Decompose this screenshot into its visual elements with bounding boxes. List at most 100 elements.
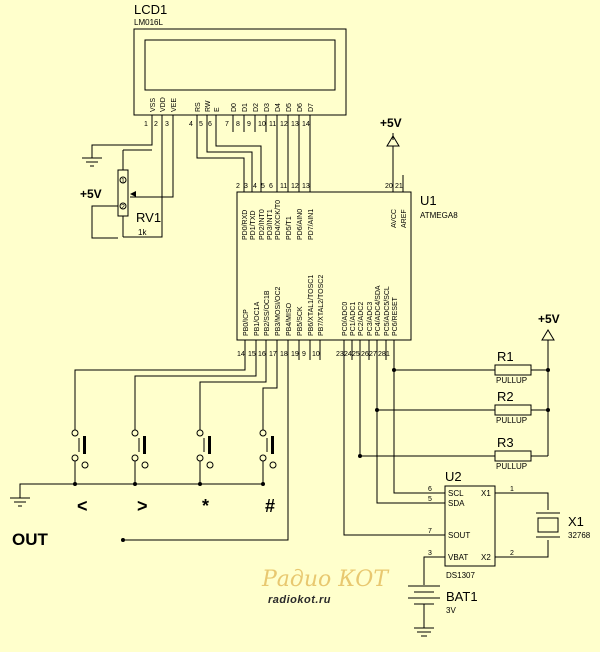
lcd-pin-number: 4 (189, 121, 193, 128)
button-contact (196, 429, 204, 437)
resistor-value: PULLUP (496, 462, 527, 471)
junction-dot (133, 482, 137, 486)
mcu-body (236, 191, 412, 341)
out-label: OUT (12, 530, 49, 549)
rtc-ref: U2 (445, 469, 462, 484)
watermark-url: radiokot.ru (268, 594, 331, 606)
resistor-ref: R2 (497, 389, 514, 404)
mcu-pin-number: 26 (361, 351, 369, 358)
rtc-pin-number: 5 (428, 496, 432, 503)
mcu-pin-label: PC2/ADC2 (358, 302, 365, 336)
mcu-pin-label: PD3/INT1 (267, 209, 274, 240)
lcd-pin-label: RS (195, 102, 202, 112)
mcu-pin-number: 10 (312, 351, 320, 358)
lcd-pin-number: 1 (144, 121, 148, 128)
mcu-pin-label: PB7/XTAL2/TOSC2 (318, 275, 325, 336)
mcu-pin-label: PD5/T1 (286, 216, 293, 240)
mcu-pin-number: 28 (378, 351, 386, 358)
mcu-vcc: +5V (380, 116, 404, 192)
mcu-pin-number: 6 (269, 183, 273, 190)
mcu-bottom-pin-group: PB0/ICP14PB1/OC1A15PB2/SS/OC1B16PB3/MOSI… (237, 275, 399, 360)
rtc-body (444, 485, 496, 567)
button-key-label: # (265, 496, 275, 516)
watermark: Радио КОТ radiokot.ru (261, 567, 390, 606)
mcu-pin-number: 17 (269, 351, 277, 358)
contrast-pot-circuit: 1 2 RV1 1k +5V (80, 130, 174, 239)
lcd-pin-number: 13 (291, 121, 299, 128)
button-key-label: > (137, 496, 148, 516)
rtc-pin-label: X1 (481, 489, 491, 498)
mcu-pin-label: PB5/SCK (297, 306, 304, 336)
lcd-pin-label: D1 (242, 103, 249, 112)
rv1-pin2: 2 (121, 204, 125, 211)
mcu-pin-label: PC5/ADC5/SCL (384, 286, 391, 336)
mcu-pin-label: PB1/OC1A (254, 301, 261, 336)
rtc-pin-label: SDA (448, 499, 465, 508)
mcu-pin-number: 12 (291, 183, 299, 190)
rtc-pin-number: 2 (510, 550, 514, 557)
resistor-ref: R3 (497, 435, 514, 450)
lcd-pin-number: 11 (269, 121, 276, 128)
lcd-pin-number: 14 (302, 121, 310, 128)
mcu-pin-number: 14 (237, 351, 245, 358)
mcu-pin-label: PD6/AIN0 (297, 209, 304, 240)
junction-dot (198, 482, 202, 486)
rtc-pin-number: 1 (510, 486, 514, 493)
resistor-value: PULLUP (496, 416, 527, 425)
lcd-mcu-wires (196, 122, 311, 192)
lcd-screen (144, 39, 336, 91)
mcu-pin-label: PC1/ADC1 (350, 302, 357, 336)
mcu-pin-label: PD2/INT0 (259, 209, 266, 240)
mcu-pin-number: 11 (280, 183, 287, 190)
lcd-pin-label: D4 (275, 103, 282, 112)
mcu-pin-number: 27 (369, 351, 377, 358)
mcu-vcc-label: +5V (380, 116, 402, 130)
button-actuator (83, 436, 86, 454)
mcu-pin-label: PB0/ICP (243, 309, 250, 336)
button-pin-mark (141, 461, 149, 469)
mcu-pin-label: AVCC (391, 209, 398, 228)
button-pin-mark (206, 461, 214, 469)
lcd-pin-number: 6 (208, 121, 212, 128)
rtc-pin-number: 7 (428, 528, 432, 535)
lcd-module: LCD1 LM016L VSS1VDD2VEE3RS4RW5E6D07D18D2… (133, 2, 347, 130)
lcd-pin-label: RW (205, 100, 212, 112)
mcu-pin-number: 9 (302, 351, 306, 358)
pullup-vcc-label: +5V (538, 312, 560, 326)
button-contact (196, 454, 204, 462)
watermark-brand: Радио КОТ (261, 567, 390, 592)
lcd-pin-label: VSS (150, 98, 157, 112)
mcu-top-pin-group: PD0/RXD2PD1/TXD3PD2/INT04PD3/INT15PD4/XC… (236, 183, 408, 240)
mcu-pin-label: PB6/XTAL1/TOSC1 (308, 275, 315, 336)
mcu-pin-label: PD4/XCK/T0 (275, 200, 282, 240)
mcu-pin-label: PC3/ADC3 (367, 302, 374, 336)
mcu-pin-number: 13 (302, 183, 310, 190)
rv1-pin1: 1 (121, 178, 125, 185)
lcd-pin-number: 7 (225, 121, 229, 128)
lcd-pin-label: VDD (160, 97, 167, 112)
rtc-pin-number: 3 (428, 550, 432, 557)
button-actuator (271, 436, 274, 454)
button-contact (71, 429, 79, 437)
rv1-value: 1k (138, 228, 147, 237)
lcd-pin-label: D5 (286, 103, 293, 112)
crystal-ref: X1 (568, 514, 584, 529)
crystal-body (537, 517, 559, 533)
lcd-pin-number: 3 (165, 121, 169, 128)
button-contact (71, 454, 79, 462)
lcd-pin-label: D7 (308, 103, 315, 112)
resistor-ref: R1 (497, 349, 514, 364)
button-contact (259, 454, 267, 462)
resistor-body (494, 404, 532, 416)
mcu-pin-number: 23 (336, 351, 344, 358)
resistor-body (494, 450, 532, 462)
rtc-pin-label: X2 (481, 553, 491, 562)
lcd-pin-label: E (214, 107, 221, 112)
mcu-ref: U1 (420, 193, 437, 208)
mcu-pin-number: 25 (352, 351, 360, 358)
lcd-pin-label: VEE (171, 98, 178, 112)
mcu-pin-label: PD0/RXD (242, 210, 249, 240)
mcu-atmega8: U1 ATMEGA8 PD0/RXD2PD1/TXD3PD2/INT04PD3/… (236, 183, 458, 360)
